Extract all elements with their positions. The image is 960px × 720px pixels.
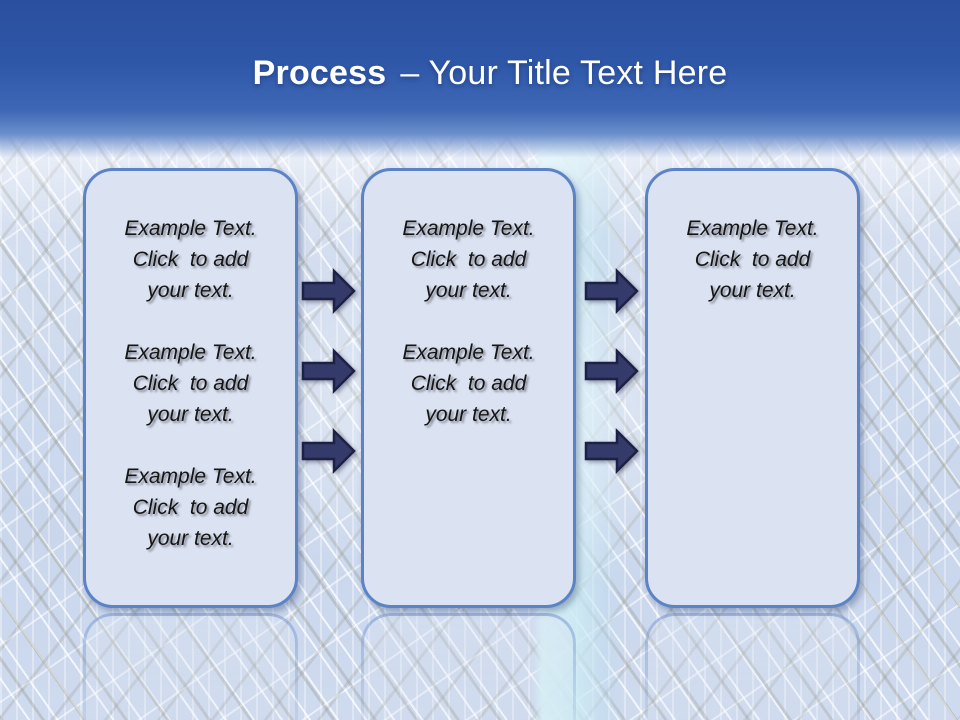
title-banner	[0, 0, 960, 158]
placeholder-text-block[interactable]: Example Text. Click to add your text.	[402, 341, 535, 426]
process-box-3[interactable]: Example Text. Click to add your text.	[645, 168, 860, 608]
process-box-1[interactable]: Example Text. Click to add your text. Ex…	[83, 168, 298, 608]
slide-title[interactable]: Process – Your Title Text Here	[10, 54, 960, 93]
process-box-2[interactable]: Example Text. Click to add your text. Ex…	[361, 168, 576, 608]
box-reflection	[645, 613, 860, 720]
right-arrow-icon[interactable]	[301, 428, 357, 474]
box-reflection	[83, 613, 298, 720]
right-arrow-icon[interactable]	[584, 348, 640, 394]
placeholder-text-block[interactable]: Example Text. Click to add your text.	[124, 217, 257, 302]
right-arrow-icon[interactable]	[301, 348, 357, 394]
placeholder-text-block[interactable]: Example Text. Click to add your text.	[686, 217, 819, 302]
right-arrow-icon[interactable]	[584, 428, 640, 474]
right-arrow-icon[interactable]	[584, 268, 640, 314]
box-reflection	[361, 613, 576, 720]
right-arrow-icon[interactable]	[301, 268, 357, 314]
title-subtitle: – Your Title Text Here	[400, 54, 728, 92]
placeholder-text-block[interactable]: Example Text. Click to add your text.	[124, 341, 257, 426]
title-keyword: Process	[252, 54, 387, 92]
placeholder-text-block[interactable]: Example Text. Click to add your text.	[402, 217, 535, 302]
placeholder-text-block[interactable]: Example Text. Click to add your text.	[124, 465, 257, 550]
